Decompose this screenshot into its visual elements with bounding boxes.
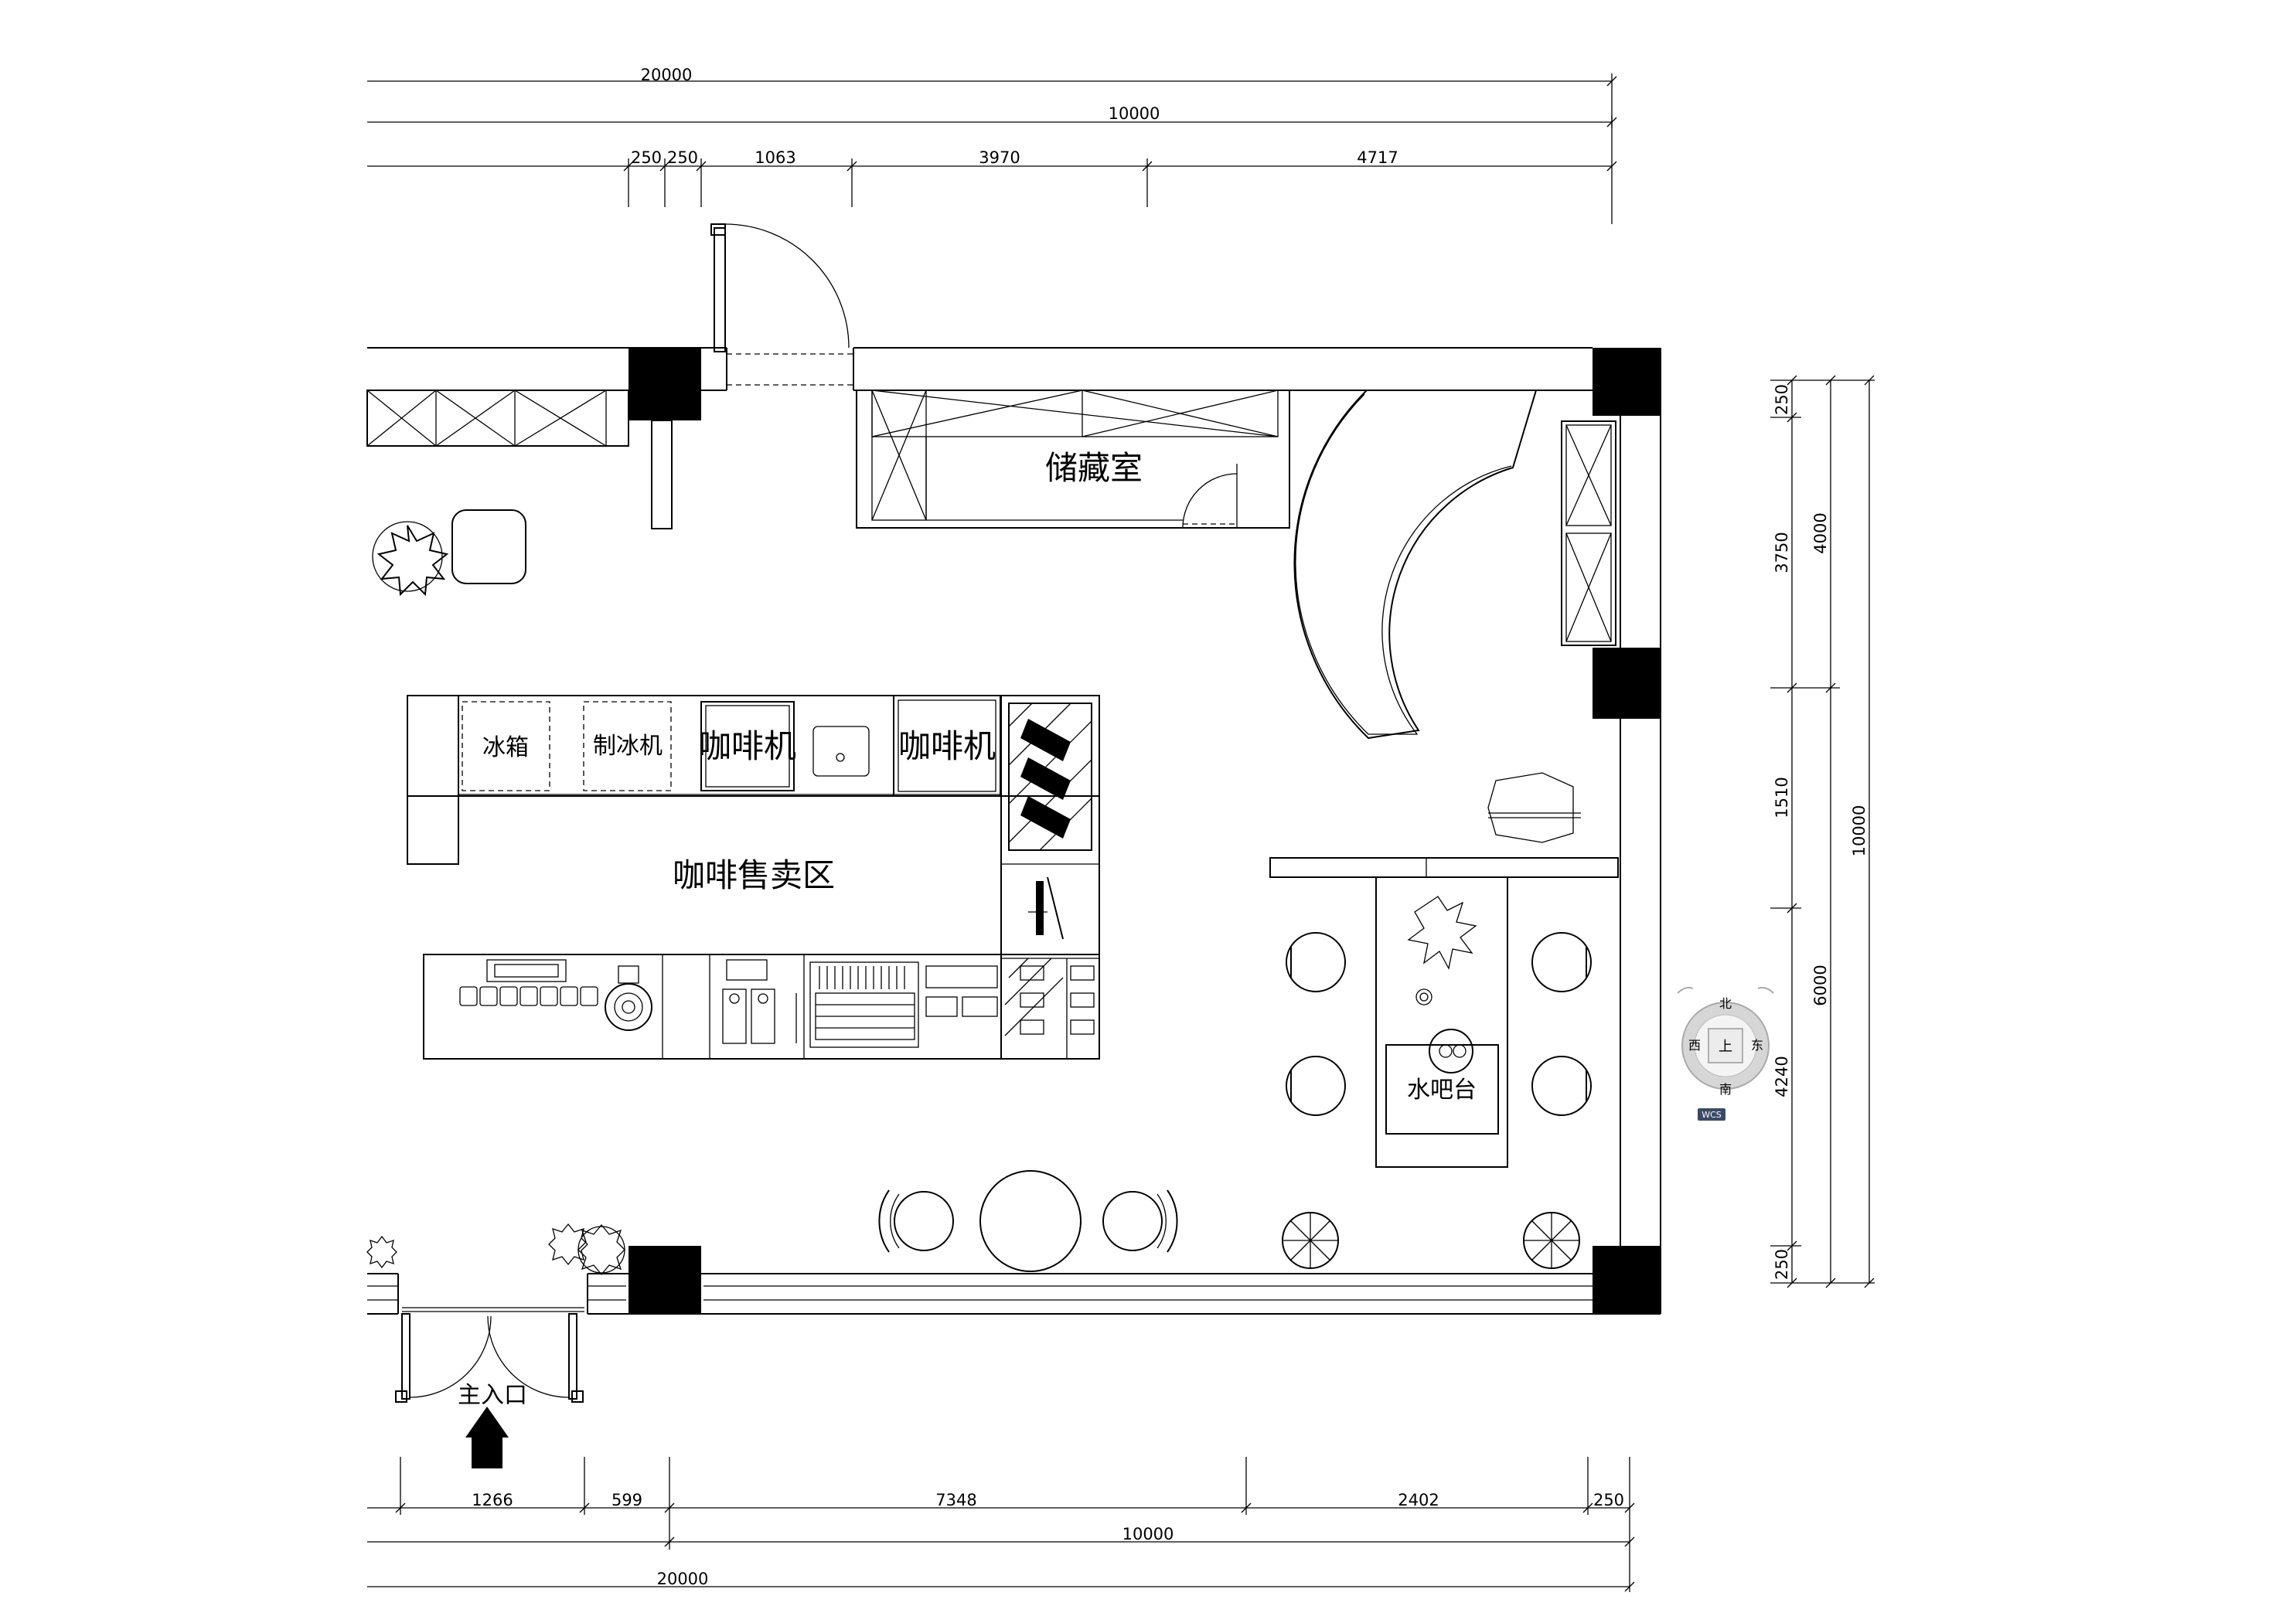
dim-bottom-seg-2: 599 (611, 1491, 642, 1509)
dim-right-seg-2: 3750 (1773, 532, 1791, 573)
dim-bottom-seg-1: 1266 (472, 1491, 513, 1509)
label-ice-maker: 制冰机 (593, 733, 663, 760)
dim-right-mid-1: 4000 (1811, 512, 1830, 553)
viewcube-top-face[interactable] (1708, 1028, 1743, 1063)
dim-top-inner: 10000 (1109, 104, 1160, 123)
water-bar-area (1269, 772, 1619, 1168)
viewcube-top-label: 上 (1719, 1039, 1732, 1055)
top-dimension-lines (367, 73, 1617, 224)
dim-right-seg-1: 250 (1773, 384, 1791, 415)
label-storage-room: 储藏室 (1045, 449, 1143, 487)
coffee-counter (407, 695, 1100, 1060)
viewcube-south[interactable]: 南 (1719, 1082, 1732, 1097)
label-coffee-machine-2: 咖啡机 (898, 727, 996, 765)
dim-bottom-seg-4: 2402 (1398, 1491, 1439, 1509)
dim-bottom-seg-3: 7348 (935, 1491, 976, 1509)
bottom-dimension-lines (367, 1457, 1635, 1592)
dim-top-seg-4: 3970 (979, 148, 1020, 167)
dim-right-outer: 10000 (1850, 805, 1868, 857)
dim-top-seg-1: 250 (631, 148, 662, 167)
dim-top-seg-3: 1063 (755, 148, 795, 167)
curved-sofa (1293, 390, 1538, 740)
dim-right-seg-3: 1510 (1773, 777, 1791, 818)
viewcube-north[interactable]: 北 (1719, 996, 1732, 1011)
top-door (710, 223, 850, 352)
viewcube-east[interactable]: 东 (1751, 1038, 1763, 1053)
label-fridge: 冰箱 (482, 734, 529, 761)
walls (367, 347, 1661, 1315)
storage-room (856, 390, 1290, 529)
dining-set (878, 1170, 1178, 1272)
viewcube-west[interactable]: 西 (1688, 1038, 1701, 1053)
right-dimension-lines (1770, 375, 1875, 1288)
dim-right-seg-5: 250 (1773, 1249, 1791, 1280)
entrance-arrow-icon (465, 1407, 509, 1468)
dim-bottom-total: 20000 (657, 1570, 709, 1588)
label-water-bar: 水吧台 (1407, 1077, 1477, 1104)
rotate-right-arrow-icon[interactable] (1757, 986, 1774, 994)
viewcube[interactable]: 上 北 南 西 东 WCS (1677, 986, 1774, 1121)
label-coffee-sales-area: 咖啡售卖区 (673, 856, 835, 894)
dim-right-seg-4: 4240 (1773, 1056, 1791, 1097)
label-main-entrance: 主入口 (458, 1382, 527, 1409)
rotate-left-arrow-icon[interactable] (1677, 986, 1694, 994)
left-glass-partition (366, 390, 673, 529)
label-coffee-machine-1: 咖啡机 (699, 727, 796, 765)
dim-top-seg-5: 4717 (1357, 148, 1398, 167)
plants (366, 509, 1580, 1276)
structural-columns (629, 348, 1661, 1314)
right-wall-cabinet (1561, 420, 1616, 646)
main-entrance-doors (395, 1313, 584, 1468)
wcs-label: WCS (1702, 1110, 1722, 1120)
dim-right-mid-2: 6000 (1811, 965, 1830, 1005)
dim-bottom-inner: 10000 (1122, 1525, 1174, 1543)
dim-top-seg-2: 250 (667, 148, 698, 167)
dim-bottom-seg-5: 250 (1593, 1491, 1624, 1509)
wcs-menu-button[interactable] (1698, 1108, 1725, 1121)
dim-top-total: 20000 (641, 66, 693, 84)
